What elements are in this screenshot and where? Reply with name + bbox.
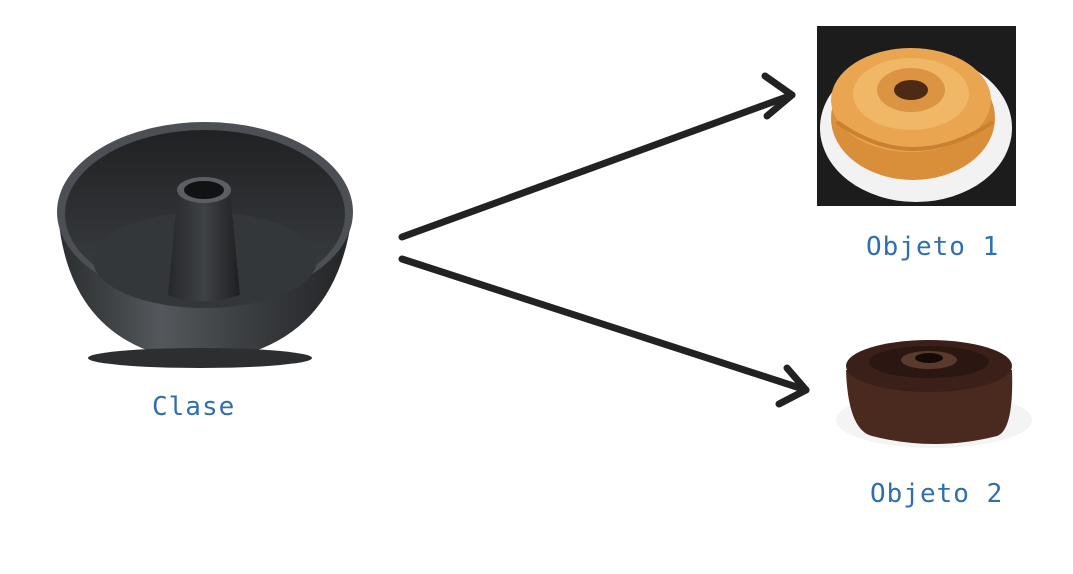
bundt-pan-icon (57, 122, 353, 368)
object-1-label: Objeto 1 (866, 232, 1000, 262)
arrow-to-object-2 (398, 255, 810, 394)
arrowhead-object-1 (761, 72, 796, 120)
arrowhead-object-2 (775, 364, 810, 408)
arrow-to-object-1 (398, 91, 796, 241)
class-label: Clase (152, 392, 236, 422)
chocolate-bundt-cake-icon (836, 340, 1032, 448)
object-2-label: Objeto 2 (870, 479, 1004, 509)
vanilla-bundt-cake-icon (817, 26, 1016, 206)
